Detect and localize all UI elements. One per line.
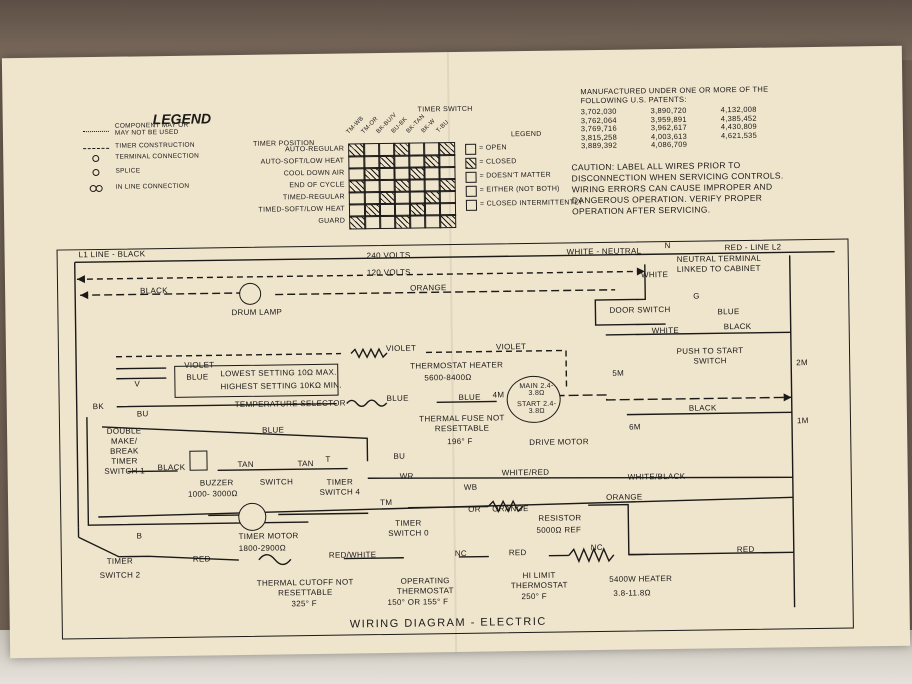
terminal-6m: 6M bbox=[629, 422, 641, 432]
wire-label-white-red: WHITE/RED bbox=[501, 467, 550, 478]
wire-label-blue: BLUE bbox=[386, 393, 409, 403]
ground-label: G bbox=[693, 291, 700, 301]
wire-label-orange: ORANGE bbox=[605, 492, 643, 502]
thermal-fuse-label: THERMAL FUSE NOT RESETTABLE bbox=[419, 413, 505, 434]
wire-label-tan: TAN bbox=[297, 458, 314, 469]
neutral-terminal-label: NEUTRAL TERMINAL LINKED TO CABINET bbox=[676, 253, 761, 274]
wire-label-blue: BLUE bbox=[186, 372, 209, 382]
terminal-nc: NC bbox=[454, 548, 468, 559]
operating-thermostat-temp: 150° OR 155° F bbox=[387, 597, 449, 607]
wire-label-black: BLACK bbox=[140, 286, 168, 296]
n-terminal-label: N bbox=[664, 240, 671, 251]
thermostat-heater-ohms: 5600-8400Ω bbox=[424, 372, 472, 383]
wire-label-violet: VIOLET bbox=[184, 360, 215, 370]
wire-label-tan: TAN bbox=[237, 459, 254, 470]
thermal-cutoff-temp: 325° F bbox=[291, 598, 318, 609]
timer-switch-4-label: TIMER SWITCH 4 bbox=[319, 477, 361, 497]
terminal-wr: WR bbox=[399, 471, 414, 481]
hi-limit-thermostat-label: HI LIMIT THERMOSTAT bbox=[510, 570, 568, 591]
volts-240-label: 240 VOLTS bbox=[366, 250, 411, 261]
terminal-or: OR bbox=[468, 504, 481, 514]
main-winding-label: MAIN 2.4-3.8Ω bbox=[519, 382, 554, 397]
terminal-nc: NC bbox=[590, 542, 603, 553]
switch-label: SWITCH bbox=[259, 477, 294, 487]
start-winding-label: START 2.4-3.8Ω bbox=[517, 400, 557, 415]
push-to-start-label: PUSH TO START SWITCH bbox=[676, 345, 744, 366]
wire-label-black: BLACK bbox=[723, 321, 752, 332]
terminal-2m: 2M bbox=[796, 358, 808, 368]
heater-label: 5400W HEATER bbox=[609, 574, 673, 584]
operating-thermostat-label: OPERATING THERMOSTAT bbox=[396, 576, 454, 596]
double-timer-switch-label: DOUBLE MAKE/ BREAK TIMER SWITCH 1 bbox=[104, 426, 146, 476]
door-switch-label: DOOR SWITCH bbox=[609, 305, 671, 315]
terminal-v: V bbox=[134, 379, 141, 389]
timer-switch-0-label: TIMER SWITCH 0 bbox=[388, 518, 429, 538]
wire-label-black: BLACK bbox=[688, 403, 717, 413]
terminal-t: T bbox=[325, 454, 331, 464]
wire-label-red-white: RED/WHITE bbox=[328, 550, 377, 560]
wire-label-violet: VIOLET bbox=[495, 342, 527, 352]
terminal-bu: BU bbox=[136, 409, 149, 419]
buzzer-symbol bbox=[189, 450, 208, 471]
buzzer-ohms: 1000- 3000Ω bbox=[187, 489, 238, 499]
timer-switch-2-label: TIMER SWITCH 2 bbox=[99, 556, 141, 580]
terminal-5m: 5M bbox=[612, 368, 625, 378]
wiring-diagram-sheet: LEGEND COMPONENT MAY OR MAY NOT BE USED … bbox=[1, 45, 911, 659]
wire-label-orange: ORANGE bbox=[410, 283, 447, 293]
thermal-fuse-temp: 196° F bbox=[447, 436, 473, 447]
temperature-selector-label: TEMPERATURE SELECTOR bbox=[234, 398, 346, 410]
wire-label-white: WHITE bbox=[651, 325, 680, 336]
lowest-setting-label: LOWEST SETTING 10Ω MAX. bbox=[220, 367, 337, 379]
terminal-4m: 4M bbox=[492, 390, 505, 400]
white-neutral-label: WHITE - NEUTRAL bbox=[566, 246, 642, 257]
wire-label-black: BLACK bbox=[157, 462, 186, 473]
resistor-ohms: 5000Ω REF bbox=[536, 525, 582, 535]
line-l1-label: L1 LINE - BLACK bbox=[78, 249, 146, 260]
wire-label-violet: VIOLET bbox=[385, 343, 417, 353]
terminal-tm: TM bbox=[380, 497, 393, 508]
hi-limit-temp: 250° F bbox=[521, 591, 547, 602]
thermal-cutoff-label: THERMAL CUTOFF NOT RESETTABLE bbox=[256, 577, 354, 598]
terminal-bk: BK bbox=[92, 401, 105, 412]
terminal-b: B bbox=[136, 531, 143, 541]
wire-label-white-black: WHITE/BLACK bbox=[627, 471, 686, 482]
volts-120-label: 120 VOLTS bbox=[366, 267, 411, 278]
thermostat-heater-label: THERMOSTAT HEATER bbox=[410, 360, 504, 371]
timer-motor-ohms: 1800-2900Ω bbox=[238, 543, 287, 554]
wire-label-blue: BLUE bbox=[458, 392, 481, 402]
wire-label-blue: BLUE bbox=[262, 425, 285, 435]
line-l2-label: RED - LINE L2 bbox=[724, 242, 782, 253]
wire-label-red: RED bbox=[508, 548, 527, 558]
highest-setting-label: HIGHEST SETTING 10KΩ MIN. bbox=[220, 380, 342, 392]
timer-motor-label: TIMER MOTOR bbox=[238, 531, 299, 542]
terminal-bu: BU bbox=[393, 451, 406, 461]
buzzer-label: BUZZER bbox=[199, 478, 234, 488]
wire-label-orange: ORANGE bbox=[492, 504, 529, 514]
wiring-lines bbox=[74, 251, 835, 608]
wire-label-white: WHITE bbox=[640, 270, 669, 280]
drum-lamp-label: DRUM LAMP bbox=[231, 307, 283, 318]
terminal-1m: 1M bbox=[796, 416, 809, 426]
heater-ohms: 3.8-11.8Ω bbox=[613, 588, 651, 598]
terminal-wb: WB bbox=[463, 482, 478, 492]
resistor-label: RESISTOR bbox=[538, 513, 582, 523]
drive-motor-label: DRIVE MOTOR bbox=[529, 437, 589, 447]
wire-label-red: RED bbox=[192, 554, 211, 564]
wire-label-red: RED bbox=[736, 544, 755, 555]
wire-label-blue: BLUE bbox=[717, 307, 740, 317]
